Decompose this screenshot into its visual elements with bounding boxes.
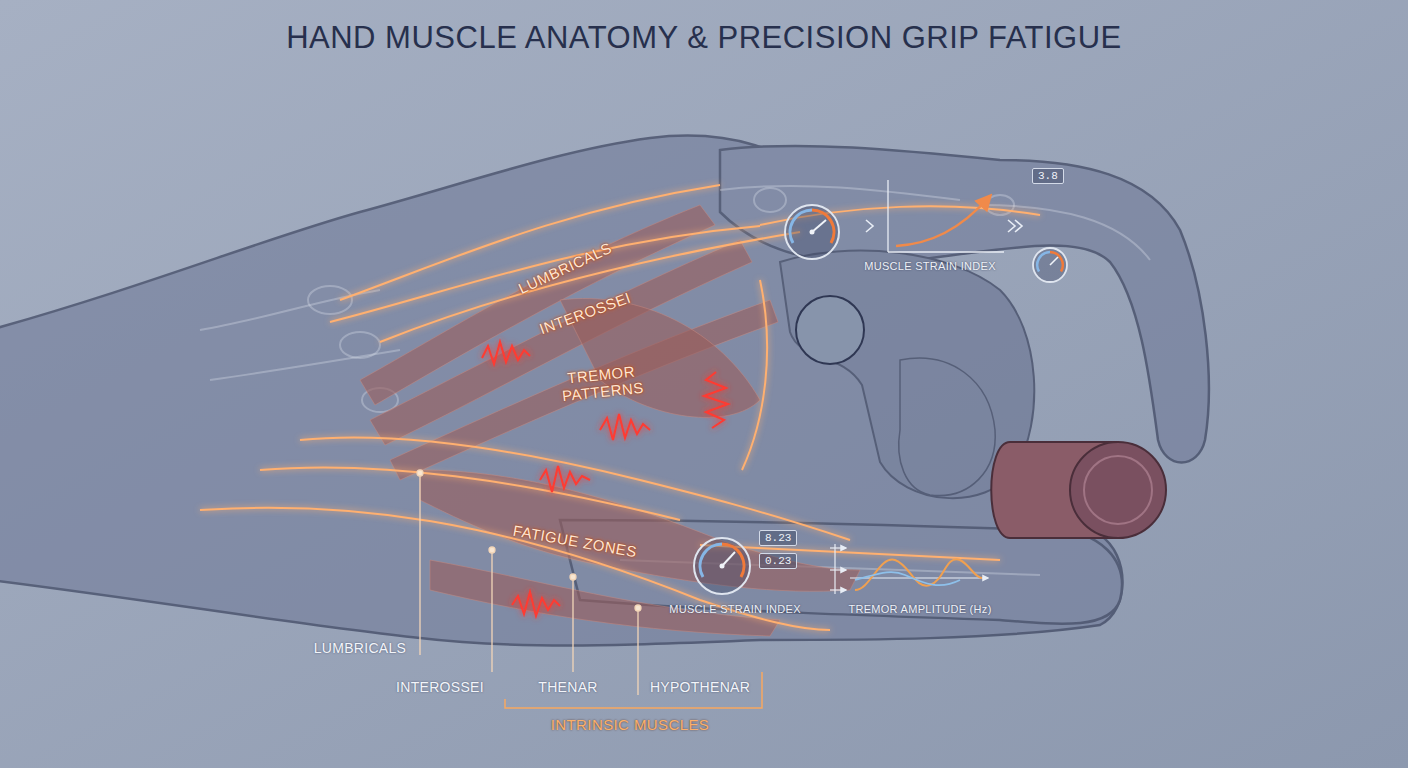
strain-chart (888, 180, 1004, 252)
tremor-waves-part (600, 414, 650, 440)
readout-box: 0.23 (759, 553, 797, 569)
bones (200, 186, 1150, 575)
tremor-chart-part (830, 547, 846, 548)
flow-arrows-part (1015, 220, 1022, 232)
chart-label: TREMOR AMPLITUDE (Hz) (848, 603, 991, 615)
tremor-waves-part (540, 466, 590, 492)
strain-gauge-bottom-part (722, 552, 735, 566)
strain-gauge-top-part (812, 220, 826, 232)
leader-lines-part (489, 547, 495, 553)
part-label: INTEROSSEI (396, 679, 484, 695)
strain-gauge-top-part (812, 210, 834, 243)
strain-chart-part (887, 180, 888, 252)
bones-part (308, 286, 352, 314)
tremor-chart-part (830, 569, 846, 570)
grip-cylinder (991, 442, 1166, 538)
tremor-waves (482, 342, 728, 616)
strain-gauge-small-part (1033, 248, 1067, 282)
strain-gauge-bottom-part (720, 564, 725, 569)
readout-value: 0.23 (765, 555, 791, 567)
strain-gauge-bottom (694, 538, 750, 594)
curled-finger-lower (899, 358, 995, 495)
muscle-fibers-part (330, 226, 760, 322)
readout-value: 3.8 (1038, 170, 1058, 182)
leader-lines-part (572, 580, 573, 672)
muscle-fibers-part (340, 185, 720, 300)
leader-lines-part (570, 574, 576, 580)
tremor-chart-part (855, 559, 982, 590)
leader-lines (417, 470, 641, 695)
hand-outline (0, 136, 1209, 646)
finger-gap (796, 296, 864, 364)
part-label: LUMBRICALS (314, 640, 406, 656)
strain-gauge-small-part (1050, 257, 1058, 265)
strain-gauge-top-part (785, 205, 839, 259)
bones-part (340, 332, 380, 358)
leader-lines-part (637, 611, 638, 695)
leader-lines-part (419, 476, 420, 655)
tremor-waves-part (512, 592, 560, 616)
flow-arrows (866, 220, 1022, 232)
strain-gauge-bottom-part (700, 544, 722, 577)
strain-gauge-top-part (790, 210, 812, 243)
group-bracket (505, 672, 762, 708)
strain-gauge-top-part (810, 230, 815, 235)
strain-gauge-bottom-part (722, 544, 744, 577)
flow-arrows-part (866, 220, 873, 232)
tremor-chart-part (834, 544, 835, 594)
leader-lines-part (635, 605, 641, 611)
muscle-fibers-part (300, 437, 850, 540)
readout-value: 8.23 (765, 532, 791, 544)
tremor-chart-part (855, 572, 960, 585)
strain-gauge-small-part (1037, 252, 1050, 272)
muscle-fibers-part (742, 280, 767, 470)
bones-part (986, 195, 1014, 215)
gauge-label: MUSCLE STRAIN INDEX (669, 603, 801, 615)
strain-gauge-small-part (1050, 252, 1063, 272)
diagram-title: HAND MUSCLE ANATOMY & PRECISION GRIP FAT… (0, 20, 1408, 56)
strain-gauge-bottom-part (694, 538, 750, 594)
group-label: INTRINSIC MUSCLES (551, 716, 710, 733)
strain-gauge-top (785, 205, 839, 259)
tremor-waves-part (482, 342, 530, 364)
tremor-chart (830, 544, 988, 594)
leader-lines-part (491, 553, 492, 672)
muscle-fibers-part (260, 467, 680, 520)
part-label: HYPOTHENAR (650, 679, 750, 695)
tremor-waves-part (704, 372, 728, 428)
flow-arrows-part (1008, 220, 1015, 232)
strain-chart-part (896, 196, 990, 246)
readout-box: 3.8 (1032, 168, 1064, 184)
grip-cylinder-part (1070, 442, 1166, 538)
muscle-fibers-part (380, 232, 800, 342)
muscle-fibers-part (200, 508, 830, 630)
tremor-chart-part (830, 589, 846, 590)
leader-lines-part (417, 470, 423, 476)
readout-box: 8.23 (759, 530, 797, 546)
muscle-fibers (200, 185, 1040, 630)
muscle-bellies (360, 205, 860, 636)
bones-part (754, 188, 786, 212)
strain-chart-part (888, 251, 1004, 252)
gauge-label: MUSCLE STRAIN INDEX (864, 260, 996, 272)
part-label: THENAR (538, 679, 597, 695)
strain-gauge-small (1033, 248, 1067, 282)
grip-cylinder-part (1084, 456, 1152, 524)
